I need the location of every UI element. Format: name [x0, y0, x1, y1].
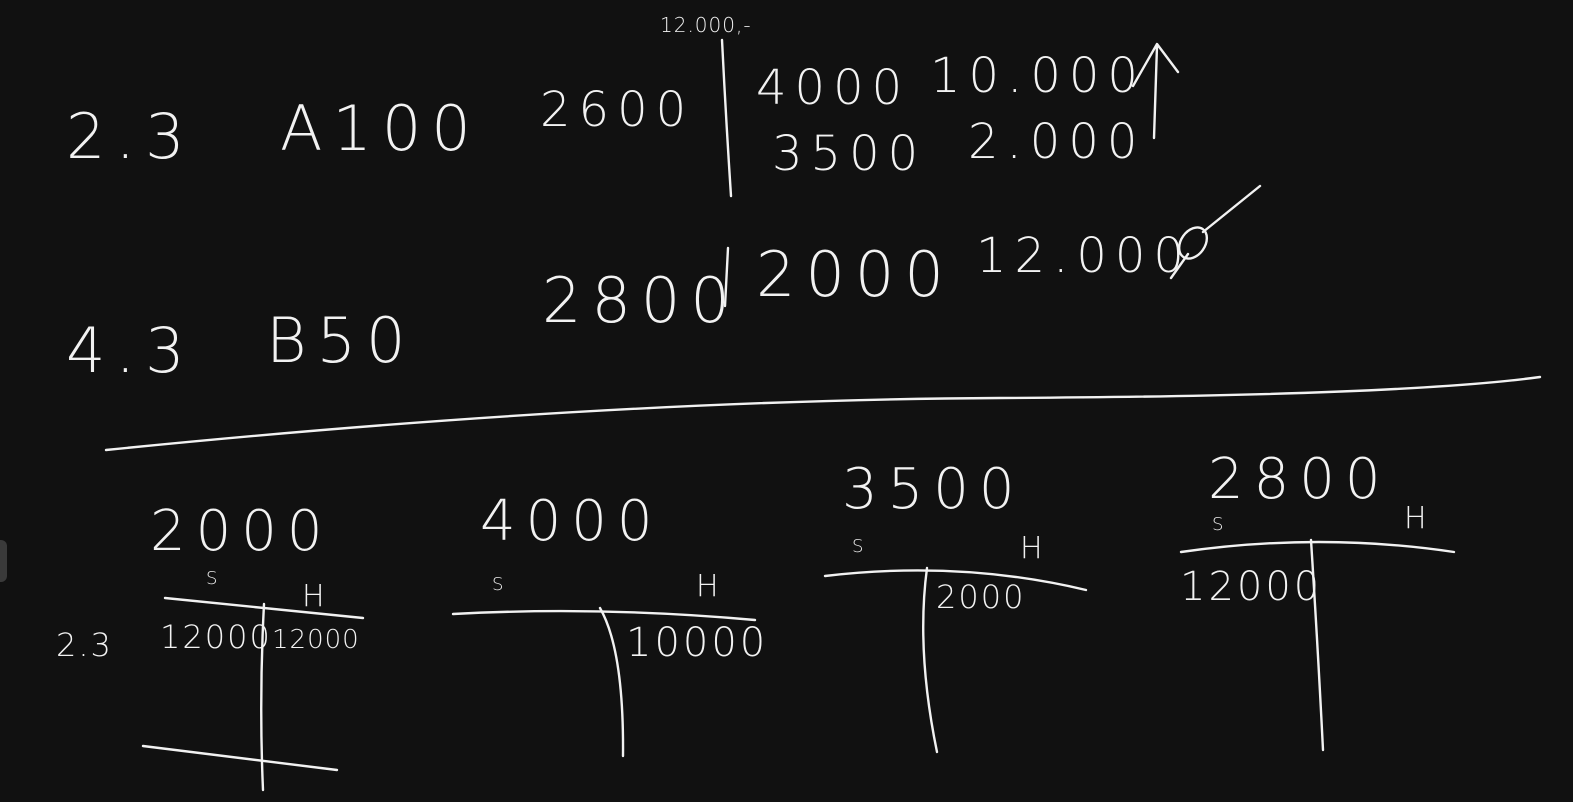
row-2-item: B50 [266, 304, 416, 377]
t-account-2800: 2800 S H 12000 [1179, 447, 1456, 752]
credit-entry: 10000 [626, 620, 768, 666]
debit-header: S [206, 568, 217, 589]
row-1-base: 2600 [540, 82, 694, 138]
row-1-right-value-2: 2.000 [968, 114, 1145, 170]
entry-row-2: 4.3 B50 2800 2000 12.000 [66, 184, 1262, 387]
row-1-left-value-2: 3500 [772, 126, 926, 182]
debit-header: S [492, 574, 503, 595]
t-account-top-line [1179, 540, 1456, 554]
t-account-title: 2000 [150, 499, 333, 564]
debit-entry: 12000 [160, 618, 272, 656]
credit-entry: 12000 [272, 625, 360, 655]
row-2-divider [723, 246, 730, 308]
credit-entry: 2000 [936, 578, 1025, 616]
t-account-center-line [1309, 538, 1325, 752]
entry-row-1: 2.3 A100 2600 12.000,- 4000 3500 10.000 … [66, 13, 1180, 198]
row-2-date: 4.3 [66, 314, 195, 387]
balance-line [141, 744, 339, 772]
row-1-note-above: 12.000,- [660, 13, 752, 37]
row-2-left-value: 2000 [756, 238, 954, 311]
t-account-center-line [260, 602, 266, 792]
t-account-title: 3500 [842, 457, 1025, 522]
row-1-divider [720, 38, 733, 198]
debit-header: S [1212, 514, 1223, 535]
t-account-2000: 2000 S H 2.3 12000 12000 [56, 499, 365, 792]
row-1-item: A100 [280, 92, 481, 165]
t-account-top-line [823, 569, 1088, 592]
row-2-right-value: 12.000 [976, 228, 1192, 284]
debit-header: S [852, 536, 863, 557]
row-1-right-value-1: 10.000 [930, 48, 1146, 104]
credit-header: H [696, 569, 719, 604]
crossed-out-zero-icon [1169, 184, 1262, 280]
t-account-title: 2800 [1208, 447, 1391, 512]
row-1-date: 2.3 [66, 100, 195, 173]
row-2-base: 2800 [542, 264, 740, 337]
t-account-3500: 3500 S H 2000 [823, 457, 1088, 754]
row-1-left-value-1: 4000 [756, 60, 910, 116]
t-account-center-line [922, 566, 939, 754]
credit-header: H [1404, 501, 1427, 536]
entry-date-label: 2.3 [56, 626, 113, 664]
t-account-4000: 4000 S H 10000 [451, 489, 768, 758]
t-account-title: 4000 [480, 489, 663, 554]
side-panel-handle[interactable] [0, 540, 7, 582]
credit-header: H [302, 579, 325, 614]
credit-header: H [1020, 531, 1043, 566]
t-account-center-line [598, 606, 625, 758]
section-separator [104, 375, 1542, 452]
debit-entry: 12000 [1180, 564, 1322, 610]
up-arrow-icon [1131, 42, 1180, 140]
